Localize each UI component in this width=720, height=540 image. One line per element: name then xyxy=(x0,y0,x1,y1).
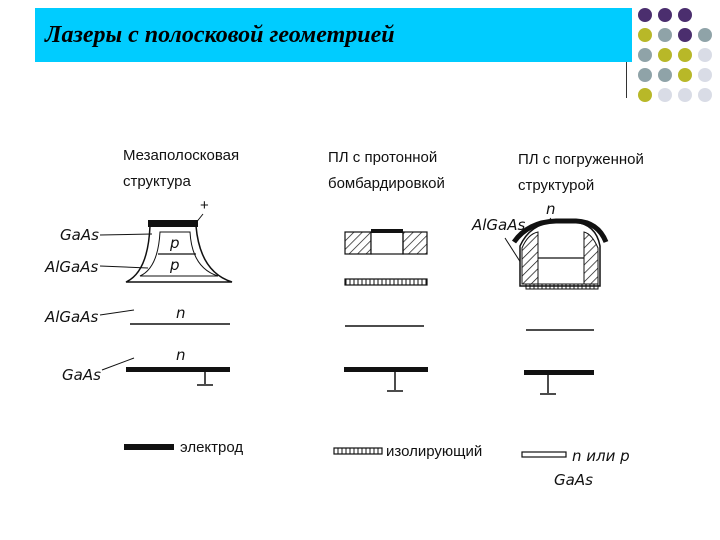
proton-implanted-left xyxy=(344,231,372,255)
mesa-p1: p xyxy=(169,234,180,252)
mesa-title-line2: структура xyxy=(123,173,191,190)
gaas-top-leader xyxy=(99,233,153,236)
proton-active-stripe xyxy=(370,231,404,255)
proton-bottom-electrode xyxy=(344,367,428,372)
title-bar: Лазеры с полосковой геометрией xyxy=(35,8,632,62)
mesa-n1: n xyxy=(176,304,186,322)
gaas-top-label: GaAs xyxy=(60,226,99,244)
dot xyxy=(678,48,692,62)
buried-n-label: n xyxy=(546,200,556,218)
algaas-label-1: AlGaAs xyxy=(44,258,99,276)
buried-panel: ПЛ с погруженной структурой n AlGaAs xyxy=(471,151,644,395)
algaas-leader-1 xyxy=(99,265,149,269)
dot xyxy=(638,8,652,22)
legend-insulating-swatch xyxy=(333,447,383,455)
dot xyxy=(658,8,672,22)
dot xyxy=(638,28,652,42)
title-divider xyxy=(626,62,627,98)
dot xyxy=(638,68,652,82)
algaas-label-2: AlGaAs xyxy=(44,308,99,326)
proton-panel: ПЛ с протонной бомбардировкой xyxy=(328,149,445,392)
buried-title-line1: ПЛ с погруженной xyxy=(518,151,644,168)
dot xyxy=(698,88,712,102)
proton-title-line1: ПЛ с протонной xyxy=(328,149,437,166)
mesa-plus-sign: + xyxy=(200,197,209,214)
dot xyxy=(698,68,712,82)
dot xyxy=(698,28,712,42)
proton-top-electrode xyxy=(371,229,403,233)
mesa-panel: Мезаполосковая структура + p p n n GaAs … xyxy=(44,147,239,386)
legend-electrode-label: электрод xyxy=(180,439,243,456)
mesa-p2: p xyxy=(169,256,180,274)
mesa-bottom-electrode xyxy=(126,367,230,372)
dot xyxy=(698,48,712,62)
mesa-n2: n xyxy=(176,346,186,364)
proton-title-line2: бомбардировкой xyxy=(328,175,445,192)
dot xyxy=(658,48,672,62)
decorative-dot-grid xyxy=(636,6,720,106)
proton-implanted-right xyxy=(402,231,428,255)
dot xyxy=(638,48,652,62)
buried-algaas-label: AlGaAs xyxy=(471,216,526,234)
algaas-leader-2 xyxy=(99,309,135,316)
legend-gaas-label: GaAs xyxy=(554,471,593,489)
buried-bottom-electrode xyxy=(524,370,594,375)
gaas-bottom-leader xyxy=(101,357,135,371)
dot xyxy=(678,8,692,22)
proton-insulating-layer xyxy=(344,278,428,286)
buried-cladding-right xyxy=(583,231,599,285)
buried-top-electrode xyxy=(511,218,609,244)
legend-n-or-p-label: n или p xyxy=(572,447,630,465)
slide-title: Лазеры с полосковой геометрией xyxy=(45,22,395,48)
buried-title-line2: структурой xyxy=(518,177,594,194)
legend-n-or-p-swatch xyxy=(521,451,567,458)
legend: электрод изолирующий n или p GaAs xyxy=(124,439,630,489)
gaas-bottom-label: GaAs xyxy=(62,366,101,384)
legend-insulating-label: изолирующий xyxy=(386,443,482,460)
dot xyxy=(638,88,652,102)
dot xyxy=(658,88,672,102)
legend-electrode-swatch xyxy=(124,444,174,450)
dot xyxy=(678,88,692,102)
dot xyxy=(678,68,692,82)
mesa-top-electrode xyxy=(148,220,198,227)
mesa-title-line1: Мезаполосковая xyxy=(123,147,239,164)
buried-insulating-layer xyxy=(525,283,599,290)
buried-cladding-left xyxy=(521,231,539,285)
dot xyxy=(678,28,692,42)
dot xyxy=(658,68,672,82)
dot xyxy=(658,28,672,42)
